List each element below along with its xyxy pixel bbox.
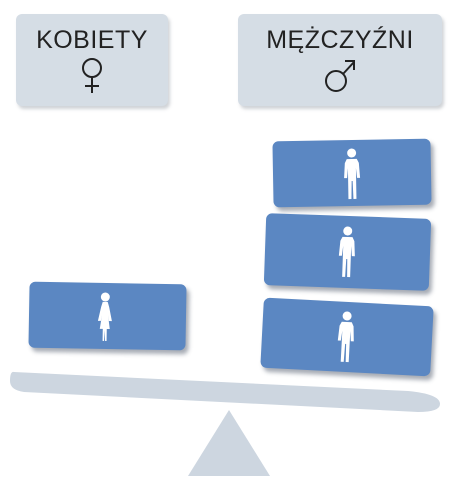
balance-beam (10, 371, 440, 412)
fulcrum (188, 410, 270, 476)
female-symbol-icon (82, 58, 102, 93)
man-figure-icon (337, 311, 354, 363)
man-figure-icon (344, 148, 361, 200)
women-label-box: KOBIETY (16, 14, 168, 106)
women-block (28, 281, 187, 351)
men-block (263, 213, 432, 291)
men-label-text: MĘŻCZYŹNI (266, 26, 414, 54)
man-figure-icon (338, 226, 355, 278)
male-symbol-icon (325, 60, 355, 92)
men-block (272, 138, 432, 208)
men-block (260, 297, 434, 377)
woman-figure-icon (97, 292, 112, 341)
men-label-box: MĘŻCZYŹNI (238, 14, 442, 106)
women-label-text: KOBIETY (36, 26, 148, 54)
